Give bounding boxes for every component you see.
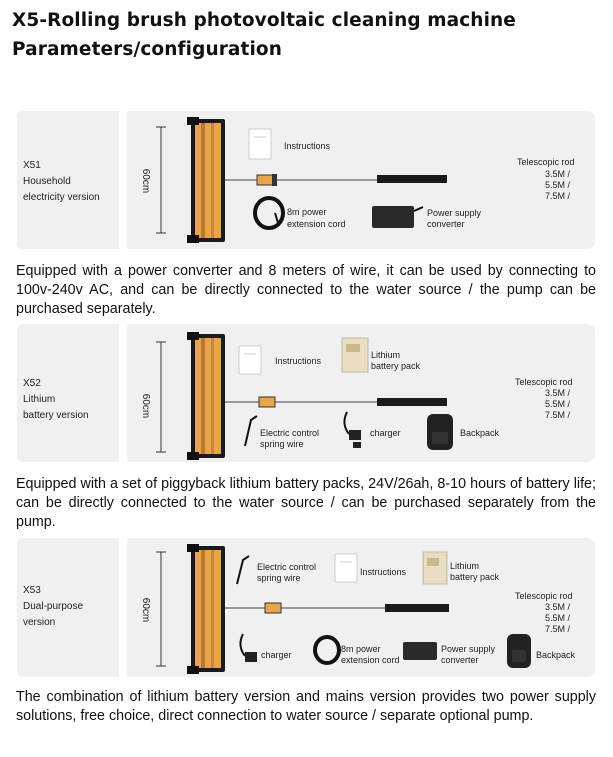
- instructions-label: Instructions: [284, 141, 331, 151]
- telescopic-rod-icon: [225, 174, 447, 186]
- section-x53: X53 Dual-purpose version 60cm: [17, 538, 595, 677]
- power-converter-icon: [372, 206, 424, 228]
- cord-label-line-1: 8m power: [341, 644, 381, 654]
- charger-icon: [239, 633, 257, 662]
- version-name-line-2: battery version: [23, 410, 89, 421]
- version-label-panel: X51 Household electricity version: [17, 111, 119, 249]
- model-code: X52: [23, 378, 41, 389]
- version-label: X53 Dual-purpose version: [23, 583, 83, 631]
- rod-length-3: 7.5M /: [545, 624, 571, 634]
- product-image-panel: 60cm Electric control spring wire: [127, 538, 595, 677]
- height-label: 60cm: [140, 169, 151, 193]
- wire-label-line-1: Electric control: [257, 562, 316, 572]
- wire-label-line-2: spring wire: [257, 573, 301, 583]
- converter-label-line-2: converter: [441, 655, 479, 665]
- backpack-label: Backpack: [536, 650, 576, 660]
- product-image-panel: 60cm Instructions: [127, 324, 595, 462]
- model-code: X53: [23, 585, 41, 596]
- instructions-label: Instructions: [360, 567, 407, 577]
- spring-wire-icon: [244, 415, 258, 447]
- converter-label-line-2: converter: [427, 219, 465, 229]
- model-code: X51: [23, 160, 41, 171]
- rod-length-3: 7.5M /: [545, 410, 571, 420]
- instructions-icon: [334, 553, 358, 583]
- version-label: X52 Lithium battery version: [23, 376, 89, 424]
- height-bracket: [156, 551, 166, 667]
- cord-label-line-1: 8m power: [287, 207, 327, 217]
- version-label-panel: X52 Lithium battery version: [17, 324, 119, 462]
- rolling-brush-head-icon: [187, 544, 225, 674]
- wire-label-line-1: Electric control: [260, 428, 319, 438]
- power-cord-icon: [313, 635, 341, 665]
- charger-icon: [343, 411, 361, 448]
- rod-title: Telescopic rod: [517, 157, 575, 167]
- height-label: 60cm: [140, 598, 151, 622]
- spring-wire-icon: [236, 555, 250, 585]
- battery-label-line-1: Lithium: [450, 561, 479, 571]
- wire-label-line-2: spring wire: [260, 439, 304, 449]
- rod-length-3: 7.5M /: [545, 191, 571, 201]
- rod-title: Telescopic rod: [515, 591, 573, 601]
- version-label-panel: X53 Dual-purpose version: [17, 538, 119, 677]
- lithium-battery-icon: [422, 551, 448, 585]
- title-line-1: X5-Rolling brush photovoltaic cleaning m…: [12, 10, 516, 31]
- height-bracket: [156, 126, 166, 234]
- lithium-battery-icon: [341, 337, 369, 373]
- version-name-line-1: Household: [23, 176, 71, 187]
- page-title: X5-Rolling brush photovoltaic cleaning m…: [12, 6, 607, 64]
- power-cord-icon: [253, 196, 285, 230]
- section-x51: X51 Household electricity version 60cm: [17, 111, 595, 249]
- instructions-icon: [248, 128, 272, 160]
- height-label: 60cm: [140, 394, 151, 418]
- product-configuration-illustration: 60cm Instructions: [140, 117, 575, 243]
- product-image-panel: 60cm Instructions: [127, 111, 595, 249]
- converter-label-line-1: Power supply: [441, 644, 496, 654]
- instructions-label: Instructions: [275, 356, 322, 366]
- product-configuration-illustration: 60cm Instructions: [140, 332, 573, 460]
- version-name-line-1: Dual-purpose: [23, 601, 84, 612]
- cord-label-line-2: extension cord: [287, 219, 346, 229]
- charger-label: charger: [261, 650, 292, 660]
- version-label: X51 Household electricity version: [23, 158, 100, 206]
- battery-label-line-2: battery pack: [450, 572, 500, 582]
- instructions-icon: [238, 345, 262, 375]
- version-name-line-1: Lithium: [23, 394, 56, 405]
- section-x53-description: The combination of lithium battery versi…: [16, 689, 596, 724]
- rod-length-2: 5.5M /: [545, 180, 571, 190]
- rolling-brush-head-icon: [187, 332, 225, 460]
- section-x52-description: Equipped with a set of piggyback lithium…: [16, 476, 596, 530]
- section-x51-description: Equipped with a power converter and 8 me…: [16, 263, 596, 317]
- height-bracket: [156, 341, 166, 453]
- rod-title: Telescopic rod: [515, 377, 573, 387]
- battery-label-line-2: battery pack: [371, 361, 421, 371]
- cord-label-line-2: extension cord: [341, 655, 400, 665]
- rod-length-1: 3.5M /: [545, 388, 571, 398]
- rod-length-1: 3.5M /: [545, 169, 571, 179]
- title-line-2: Parameters/configuration: [12, 39, 282, 60]
- power-converter-icon: [403, 642, 437, 660]
- telescopic-rod-icon: [225, 602, 449, 614]
- telescopic-rod-icon: [225, 396, 447, 408]
- version-name-line-2: version: [23, 617, 56, 628]
- converter-label-line-1: Power supply: [427, 208, 482, 218]
- rolling-brush-head-icon: [187, 117, 225, 243]
- backpack-label: Backpack: [460, 428, 500, 438]
- charger-label: charger: [370, 428, 401, 438]
- backpack-icon: [507, 634, 531, 668]
- product-configuration-illustration: 60cm Electric control spring wire: [140, 544, 576, 674]
- rod-length-2: 5.5M /: [545, 399, 571, 409]
- battery-label-line-1: Lithium: [371, 350, 400, 360]
- backpack-icon: [427, 414, 453, 450]
- version-name-line-2: electricity version: [23, 192, 100, 203]
- rod-length-1: 3.5M /: [545, 602, 571, 612]
- section-x52: X52 Lithium battery version 60cm: [17, 324, 595, 462]
- rod-length-2: 5.5M /: [545, 613, 571, 623]
